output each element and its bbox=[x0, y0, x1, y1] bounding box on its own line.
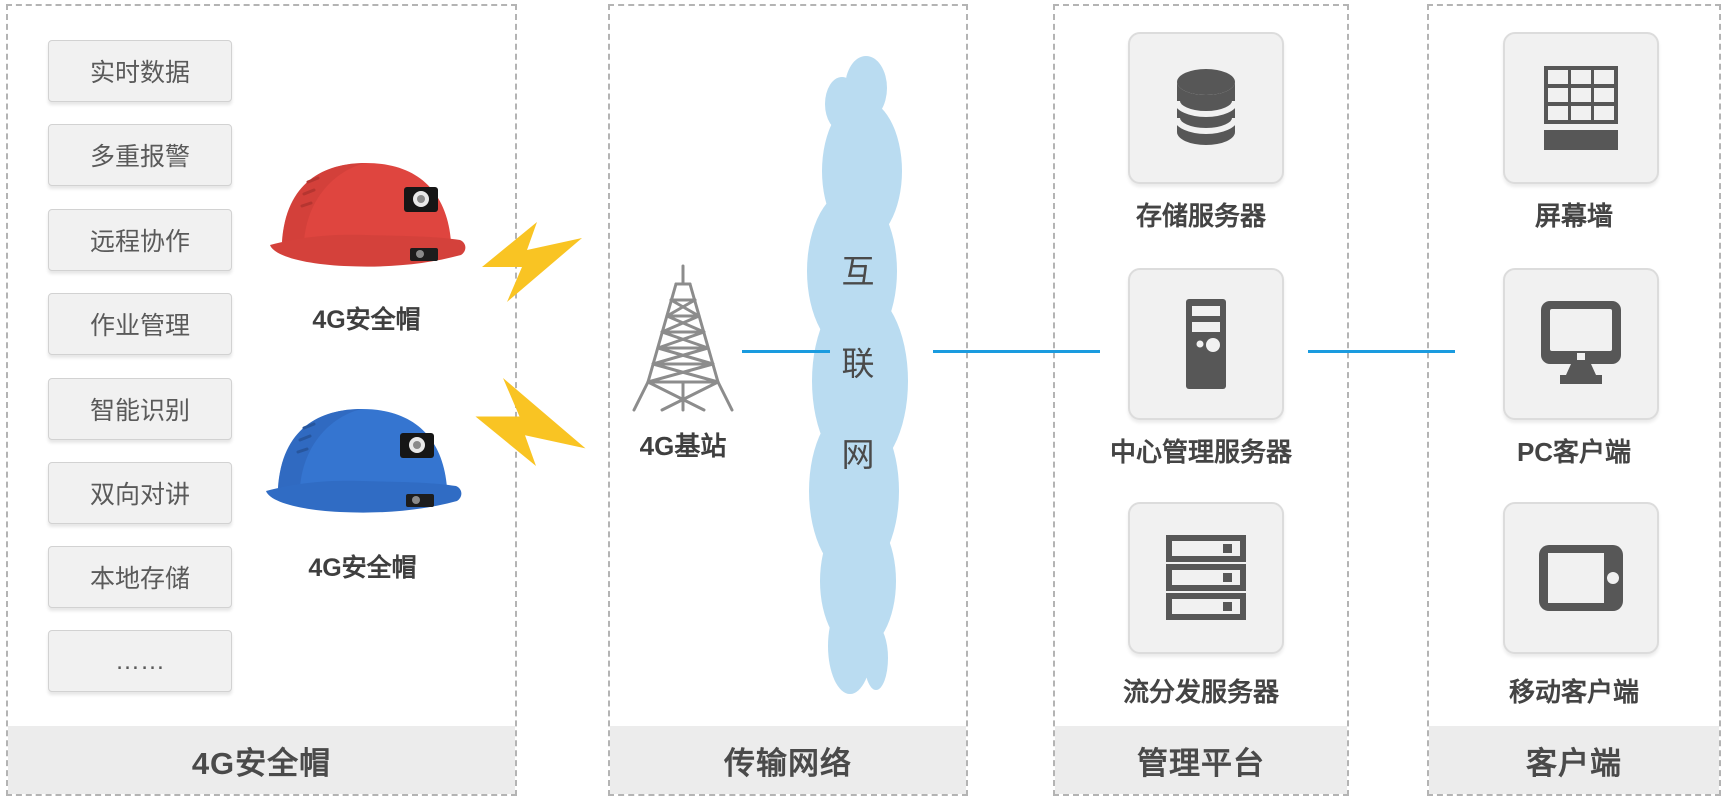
pc-client-label: PC客户端 bbox=[1516, 437, 1632, 467]
feature-button-more[interactable]: …… bbox=[48, 630, 232, 692]
column-helmet: 实时数据 多重报警 远程协作 作业管理 智能识别 双向对讲 本地存储 …… 4G… bbox=[6, 4, 517, 796]
column-title-platform: 管理平台 bbox=[1055, 726, 1347, 794]
internet-cloud-shape bbox=[807, 56, 908, 694]
database-icon bbox=[1174, 69, 1238, 145]
monitor-icon bbox=[1541, 301, 1621, 384]
feature-button-work-management[interactable]: 作业管理 bbox=[48, 293, 232, 355]
stream-server-label: 流分发服务器 bbox=[1122, 677, 1279, 707]
central-management-server-node bbox=[1128, 268, 1284, 420]
feature-button-local-storage[interactable]: 本地存储 bbox=[48, 546, 232, 608]
mobile-client-label: 移动客户端 bbox=[1508, 677, 1639, 707]
central-management-server-label: 中心管理服务器 bbox=[1109, 437, 1292, 467]
column-platform: 存储服务器 中心管理服务器 流分发服务 bbox=[1053, 4, 1349, 796]
wireless-lightning-icon bbox=[482, 222, 582, 302]
wireless-lightning-icon bbox=[475, 378, 586, 466]
tablet-icon bbox=[1539, 545, 1623, 611]
column-clients: 屏幕墙 PC客户端 移动客户端 客户端 bbox=[1427, 4, 1721, 796]
link-platform-to-clients bbox=[1308, 350, 1455, 353]
storage-server-label: 存储服务器 bbox=[1135, 201, 1266, 231]
screen-wall-label: 屏幕墙 bbox=[1534, 201, 1613, 231]
server-tower-icon bbox=[1186, 299, 1226, 389]
link-tower-to-internet bbox=[742, 350, 830, 353]
screen-wall-node bbox=[1503, 32, 1659, 184]
feature-button-remote-collab[interactable]: 远程协作 bbox=[48, 209, 232, 271]
feature-button-multi-alarm[interactable]: 多重报警 bbox=[48, 124, 232, 186]
blue-helmet-label: 4G安全帽 bbox=[308, 554, 417, 582]
column-title-clients: 客户端 bbox=[1429, 726, 1719, 794]
feature-button-ai-recognition[interactable]: 智能识别 bbox=[48, 378, 232, 440]
cloud-text-char: 联 bbox=[841, 345, 875, 382]
base-station-tower-icon bbox=[632, 264, 734, 412]
column-title-helmet: 4G安全帽 bbox=[8, 726, 515, 794]
column-network: 4G基站 互 联 网 传输网络 bbox=[608, 4, 968, 796]
base-station-label: 4G基站 bbox=[639, 431, 727, 461]
column-title-network: 传输网络 bbox=[610, 726, 966, 794]
mobile-client-node bbox=[1503, 502, 1659, 654]
rack-server-icon bbox=[1166, 535, 1246, 620]
cloud-text-char: 网 bbox=[841, 436, 875, 473]
storage-server-node bbox=[1128, 32, 1284, 184]
cloud-text-char: 互 bbox=[841, 253, 875, 290]
blue-helmet-image bbox=[266, 409, 462, 513]
video-wall-icon bbox=[1544, 66, 1618, 150]
stream-server-node bbox=[1128, 502, 1284, 654]
red-helmet-label: 4G安全帽 bbox=[312, 306, 421, 334]
pc-client-node bbox=[1503, 268, 1659, 420]
feature-button-realtime-data[interactable]: 实时数据 bbox=[48, 40, 232, 102]
red-helmet-image bbox=[270, 163, 466, 267]
link-internet-to-platform bbox=[933, 350, 1100, 353]
feature-button-two-way-talk[interactable]: 双向对讲 bbox=[48, 462, 232, 524]
